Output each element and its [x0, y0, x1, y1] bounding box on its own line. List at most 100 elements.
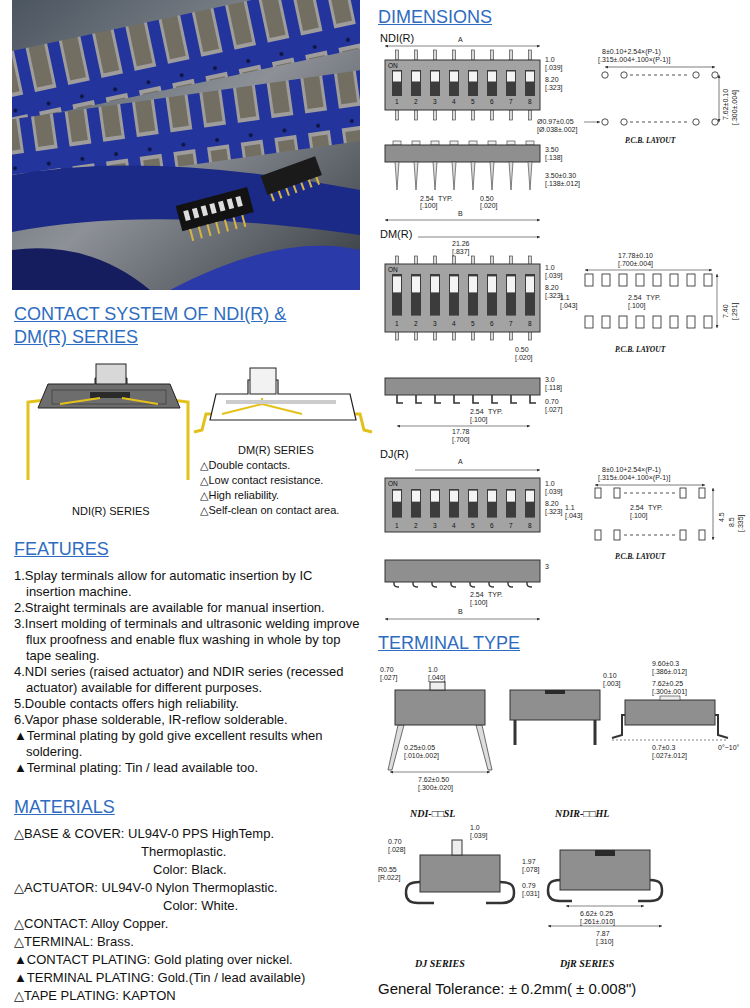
- dimension-label: 1.97: [522, 858, 536, 866]
- body-text: ▲TERMINAL PLATING: Gold.(Tin / lead avai…: [14, 970, 305, 986]
- switch-marking: 3: [433, 98, 437, 105]
- dimension-label: [.310]: [596, 938, 614, 946]
- dimension-label: 1.0: [545, 264, 555, 272]
- dimension-label: [.028]: [388, 846, 406, 854]
- dimension-label: A: [458, 458, 463, 466]
- switch-marking: 8: [528, 320, 532, 327]
- series-title: DJ(R): [380, 448, 409, 461]
- section-heading: MATERIALS: [14, 796, 115, 819]
- series-caption: DjR SERIES: [560, 958, 614, 970]
- dimension-label: [.043]: [565, 512, 583, 520]
- dimension-label: 8±0.10+2.54×(P-1): [602, 48, 661, 56]
- dimension-label: [.323]: [545, 292, 563, 300]
- section-heading: FEATURES: [14, 538, 109, 561]
- dimension-label: [.315±.004+.100×(P-1)]: [598, 474, 670, 482]
- dimension-label: [.043]: [560, 302, 578, 310]
- dimension-label: 0.70: [380, 666, 394, 674]
- dimension-label: [.300±.001]: [652, 688, 687, 696]
- section-heading: CONTACT SYSTEM OF NDI(R) & DM(R) SERIES: [14, 303, 344, 349]
- dimension-label: [.078]: [522, 866, 540, 874]
- series-caption: NDI-□□SL: [410, 808, 455, 820]
- dm-top-view: [385, 237, 540, 340]
- dimension-label: 8.5: [728, 517, 736, 527]
- dimension-label: 1.1: [560, 294, 570, 302]
- dimension-label: [.020]: [480, 202, 498, 210]
- dj-pcb-layout: [595, 485, 713, 540]
- caption-text: △Low contact resistance.: [200, 473, 323, 487]
- dimension-label: 0.50: [515, 346, 529, 354]
- dimension-label: [.323]: [545, 508, 563, 516]
- switch-marking: 8: [528, 522, 532, 529]
- switch-marking: 5: [471, 98, 475, 105]
- switch-marking: 6: [490, 320, 494, 327]
- dimension-label: [.027]: [545, 406, 563, 414]
- dimension-label: 3.50±0.30: [545, 172, 576, 180]
- dimension-label: 17.78: [452, 428, 470, 436]
- dimension-label: 2.54: [630, 504, 644, 512]
- switch-marking: 7: [509, 98, 513, 105]
- dimension-label: 7.62±0.25: [652, 680, 683, 688]
- dimension-label: 7.62±0.50: [418, 776, 449, 784]
- dimension-label: 0.10: [603, 672, 617, 680]
- body-text: ▲CONTACT PLATING: Gold plating over nick…: [14, 952, 293, 968]
- switch-marking: 6: [490, 98, 494, 105]
- dimension-label: [.039]: [545, 64, 563, 72]
- dimension-label: 2.54: [420, 195, 434, 203]
- body-text: 4.NDI series (raised actuator) and NDIR …: [14, 664, 364, 696]
- dimension-label: [.291]: [731, 302, 739, 320]
- caption-text: △Self-clean on contact area.: [200, 503, 340, 517]
- dimension-label: [.100]: [470, 416, 488, 424]
- dj-top-view: [385, 470, 540, 532]
- dimension-label: 0.70: [388, 838, 402, 846]
- dimension-label: 0.79: [522, 882, 536, 890]
- dimension-label: [.335]: [737, 514, 745, 532]
- switch-marking: 4: [452, 98, 456, 105]
- series-caption: DJ SERIES: [415, 958, 465, 970]
- layout-caption: P.C.B. LAYOUT: [615, 552, 665, 561]
- dimension-label: [.700]: [452, 436, 470, 444]
- dimension-label: [.138±.012]: [545, 180, 580, 188]
- dimension-label: TYP.: [438, 195, 453, 203]
- dimension-label: A: [458, 36, 463, 44]
- dj-side-view: [385, 560, 540, 619]
- dimension-label: [.386±.012]: [652, 668, 687, 676]
- dimension-label: [.100]: [470, 599, 488, 607]
- body-text: △TAPE PLATING: KAPTON: [14, 988, 176, 1004]
- dimension-label: [.027]: [380, 674, 398, 682]
- switch-marking: 5: [471, 522, 475, 529]
- switch-marking: 4: [452, 320, 456, 327]
- dimension-label: 0.25±0.05: [404, 744, 435, 752]
- dimension-label: TYP.: [488, 591, 503, 599]
- body-text: △ACTUATOR: UL94V-0 Nylon Thermoplastic.: [14, 880, 278, 896]
- dimension-label: [.261±.010]: [580, 918, 615, 926]
- dimension-label: [.027±.012]: [652, 752, 687, 760]
- ndi-top-view: [385, 46, 600, 122]
- switch-marking: 8: [528, 98, 532, 105]
- body-text: 3.Insert molding of terminals and ultras…: [14, 616, 364, 664]
- dimension-label: [.315±.004+.100×(P-1)]: [598, 56, 670, 64]
- dimension-label: [Ø.038±.002]: [537, 126, 577, 134]
- dimension-label: [.039]: [545, 272, 563, 280]
- caption-text: NDI(R) SERIES: [72, 504, 150, 518]
- body-text: 6.Vapor phase solderable, IR-reflow sold…: [14, 712, 364, 728]
- dimension-label: 1.0: [545, 480, 555, 488]
- switch-marking: ON: [388, 266, 398, 273]
- dimension-label: 1.0: [470, 824, 480, 832]
- series-title: NDI(R): [380, 32, 414, 45]
- switch-marking: 2: [414, 522, 418, 529]
- dimension-label: [.837]: [452, 248, 470, 256]
- dimension-label: 3.0: [545, 376, 555, 384]
- dimension-label: [.100]: [630, 512, 648, 520]
- dimension-label: [.100]: [420, 202, 438, 210]
- dimension-label: [.039]: [545, 488, 563, 496]
- layout-caption: P.C.B. LAYOUT: [615, 345, 665, 354]
- body-text: ▲Terminal plating by gold give excellent…: [14, 728, 364, 760]
- caption-text: △Double contacts.: [200, 458, 290, 472]
- product-photo: [12, 0, 360, 290]
- dimension-label: 0.50: [480, 195, 494, 203]
- body-text: △TERMINAL: Brass.: [14, 934, 134, 950]
- body-text: 5.Double contacts offers high reliabilit…: [14, 696, 364, 712]
- switch-marking: 4: [452, 522, 456, 529]
- dm-pcb-layout: [585, 270, 717, 328]
- dimension-label: 2.54: [470, 408, 484, 416]
